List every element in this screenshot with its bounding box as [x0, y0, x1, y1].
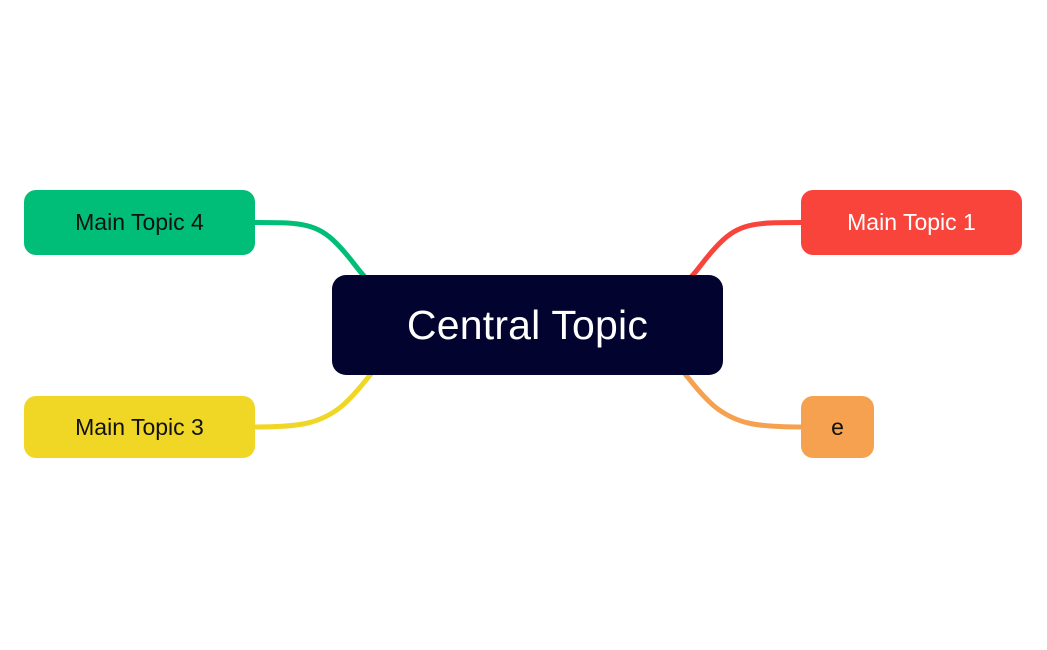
mindmap-node-label: Main Topic 1: [847, 209, 976, 235]
connector-topic-2: [682, 371, 804, 430]
connector-topic-1: [688, 220, 804, 280]
mindmap-node-label: Main Topic 4: [75, 209, 204, 235]
mindmap-node-main-topic-2[interactable]: e: [801, 396, 874, 458]
connector-topic-4: [252, 220, 368, 280]
connector-topic-3: [252, 371, 374, 430]
mindmap-node-label: Central Topic: [406, 301, 649, 348]
mindmap-node-label: e: [831, 413, 844, 440]
mindmap-node-label: Main Topic 3: [75, 413, 204, 440]
mindmap-node-main-topic-1[interactable]: Main Topic 1: [801, 190, 1022, 255]
mindmap-node-main-topic-3[interactable]: Main Topic 3: [24, 396, 255, 458]
mindmap-node-main-topic-4[interactable]: Main Topic 4: [24, 190, 255, 255]
mindmap-node-central-topic[interactable]: Central Topic: [332, 275, 723, 375]
